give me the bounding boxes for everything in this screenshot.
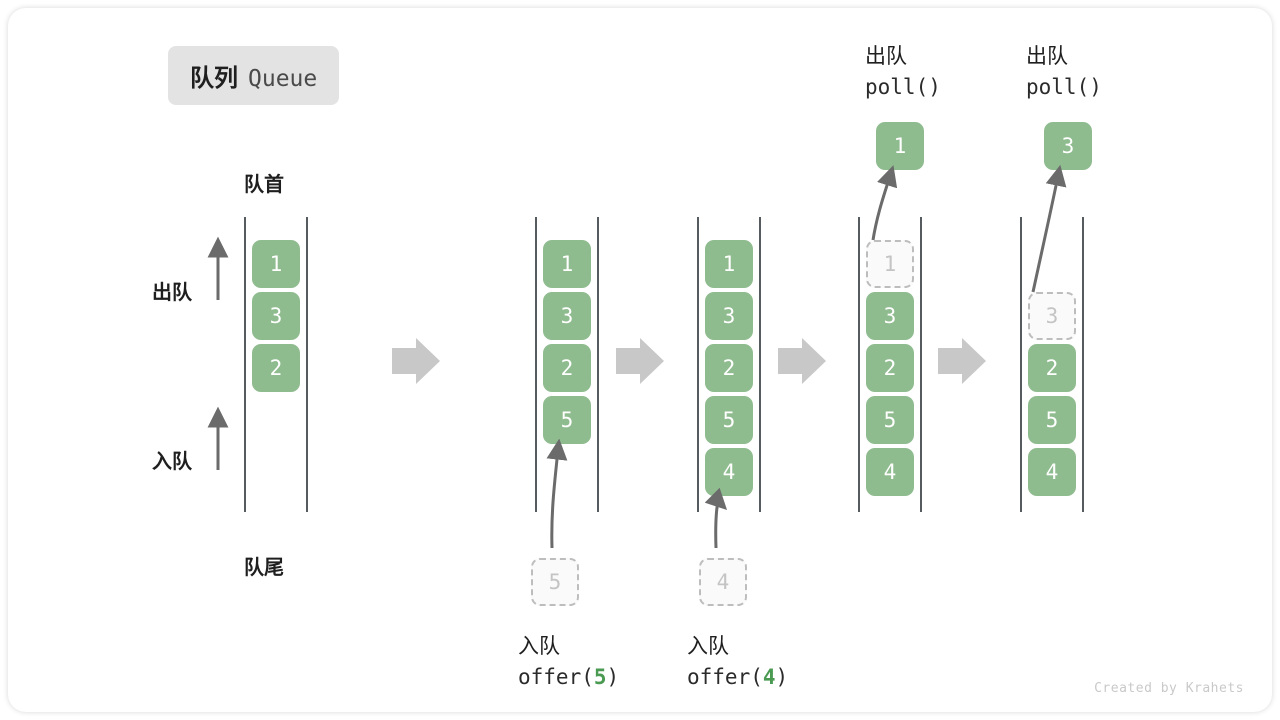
enqueue-op-label-stage2: 入队 <box>518 634 560 658</box>
call-prefix: offer( <box>687 665 763 689</box>
dequeue-direction-label: 出队 <box>152 280 192 304</box>
enqueue-call-stage2: offer(5) <box>518 665 619 689</box>
dequeue-op-label-stage4: 出队 <box>865 44 907 68</box>
queue-cell: 2 <box>543 344 591 392</box>
queue-cell: 4 <box>866 448 914 496</box>
queue-cell: 1 <box>543 240 591 288</box>
call-suffix: ) <box>1089 75 1102 99</box>
tail-label: 队尾 <box>244 555 284 579</box>
queue-cell: 4 <box>705 448 753 496</box>
queue-rail-right-stage3 <box>759 217 761 512</box>
call-suffix: ) <box>928 75 941 99</box>
queue-cell: 5 <box>543 396 591 444</box>
dequeue-call-stage5: poll() <box>1026 75 1102 99</box>
dequeue-call-stage4: poll() <box>865 75 941 99</box>
front-label: 队首 <box>244 172 284 196</box>
queue-rail-left-stage2 <box>535 217 537 512</box>
call-arg: 5 <box>593 665 607 689</box>
queue-cell: 3 <box>866 292 914 340</box>
call-arg: 4 <box>762 665 776 689</box>
call-prefix: poll( <box>865 75 929 99</box>
queue-rail-left-stage4 <box>858 217 860 512</box>
queue-cell: 4 <box>1028 448 1076 496</box>
queue-cell: 2 <box>252 344 300 392</box>
queue-cell: 3 <box>543 292 591 340</box>
title-chinese: 队列 <box>190 64 238 92</box>
outgoing-cell-stage4: 1 <box>876 122 924 170</box>
credit-text: Created by Krahets <box>1094 681 1244 696</box>
queue-cell: 5 <box>1028 396 1076 444</box>
queue-cell: 1 <box>866 240 914 288</box>
title-badge: 队列 Queue <box>168 46 340 105</box>
queue-rail-right-stage1 <box>306 217 308 512</box>
queue-cell: 1 <box>252 240 300 288</box>
queue-cell: 2 <box>1028 344 1076 392</box>
call-prefix: offer( <box>518 665 594 689</box>
queue-cell: 3 <box>1028 292 1076 340</box>
queue-cell: 5 <box>866 396 914 444</box>
queue-rail-right-stage5 <box>1082 217 1084 512</box>
call-suffix: ) <box>606 665 620 689</box>
queue-rail-right-stage2 <box>597 217 599 512</box>
enqueue-call-stage3: offer(4) <box>687 665 788 689</box>
enqueue-op-label-stage3: 入队 <box>687 634 729 658</box>
call-prefix: poll( <box>1026 75 1090 99</box>
outgoing-cell: 1 <box>876 122 924 170</box>
queue-rail-left-stage3 <box>697 217 699 512</box>
incoming-ghost-cell-stage2: 5 <box>531 558 579 606</box>
queue-cell: 1 <box>705 240 753 288</box>
title-english: Queue <box>248 66 318 92</box>
queue-rail-left-stage1 <box>244 217 246 512</box>
queue-cell: 2 <box>705 344 753 392</box>
queue-cell: 3 <box>705 292 753 340</box>
incoming-ghost-cell: 4 <box>699 558 747 606</box>
outgoing-cell: 3 <box>1044 122 1092 170</box>
queue-rail-right-stage4 <box>920 217 922 512</box>
incoming-ghost-cell-stage3: 4 <box>699 558 747 606</box>
incoming-ghost-cell: 5 <box>531 558 579 606</box>
queue-cell: 3 <box>252 292 300 340</box>
queue-rail-left-stage5 <box>1020 217 1022 512</box>
queue-cell: 2 <box>866 344 914 392</box>
dequeue-op-label-stage5: 出队 <box>1026 44 1068 68</box>
call-suffix: ) <box>775 665 789 689</box>
outgoing-cell-stage5: 3 <box>1044 122 1092 170</box>
enqueue-direction-label: 入队 <box>152 449 192 473</box>
queue-cell: 5 <box>705 396 753 444</box>
